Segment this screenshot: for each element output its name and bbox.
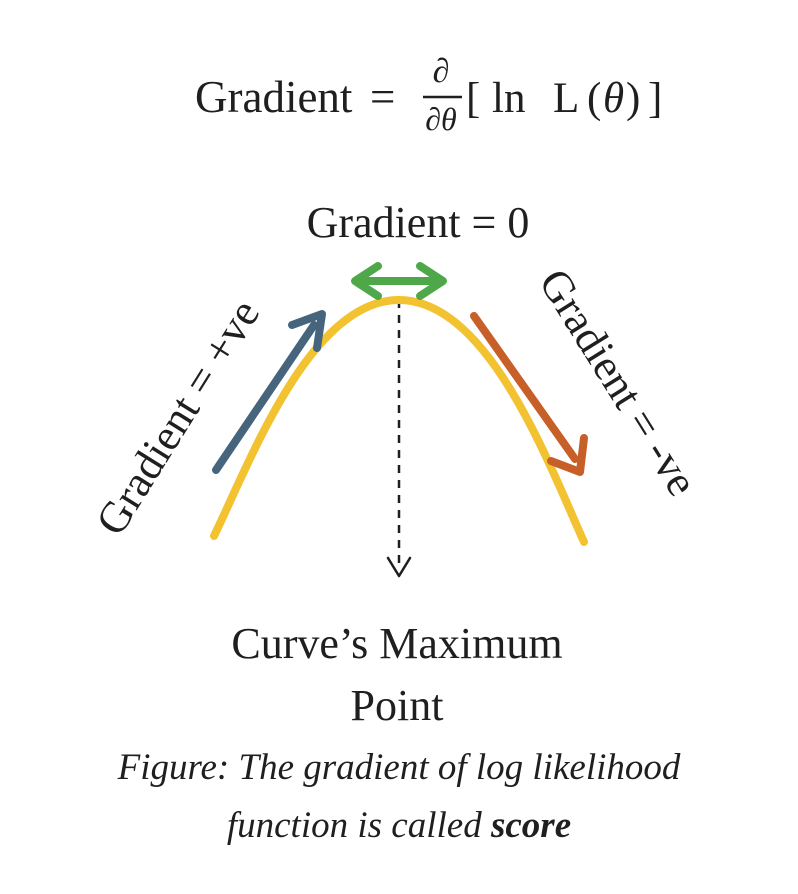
formula-equals: = [370, 72, 395, 122]
dashed-arrow-head [386, 556, 412, 578]
gradient-positive-label: Gradient = +ve [86, 291, 269, 543]
caption-score-term: score [490, 805, 571, 846]
formula-theta: θ [603, 75, 624, 122]
formula-lhs: Gradient [195, 72, 353, 122]
caption-line-2: function is called score [227, 805, 571, 846]
formula-denominator: ∂θ [425, 101, 457, 137]
formula-open-paren: ( [587, 75, 601, 122]
positive-gradient-arrow [212, 310, 326, 474]
formula-close-bracket: ] [648, 75, 662, 122]
curve-maximum-label-line2: Point [351, 681, 444, 730]
gradient-zero-label: Gradient = 0 [307, 198, 530, 247]
caption-line-1: Figure: The gradient of log likelihood [117, 747, 681, 788]
log-likelihood-curve [210, 295, 588, 546]
gradient-negative-label: Gradient = -ve [529, 260, 707, 504]
formula-function: L [553, 75, 579, 122]
figure-caption: Figure: The gradient of log likelihood f… [117, 747, 681, 846]
negative-gradient-arrow [470, 312, 588, 476]
curve-maximum-label-line1: Curve’s Maximum [231, 619, 562, 668]
gradient-formula: Gradient = ∂ ∂θ [ ln L ( θ ) ] [195, 53, 662, 137]
formula-ln: ln [492, 75, 525, 122]
top-double-arrow [351, 262, 447, 300]
formula-numerator: ∂ [433, 53, 450, 90]
formula-close-paren: ) [626, 75, 640, 122]
caption-line-2-prefix: function is called [227, 805, 491, 846]
formula-open-bracket: [ [466, 75, 480, 122]
